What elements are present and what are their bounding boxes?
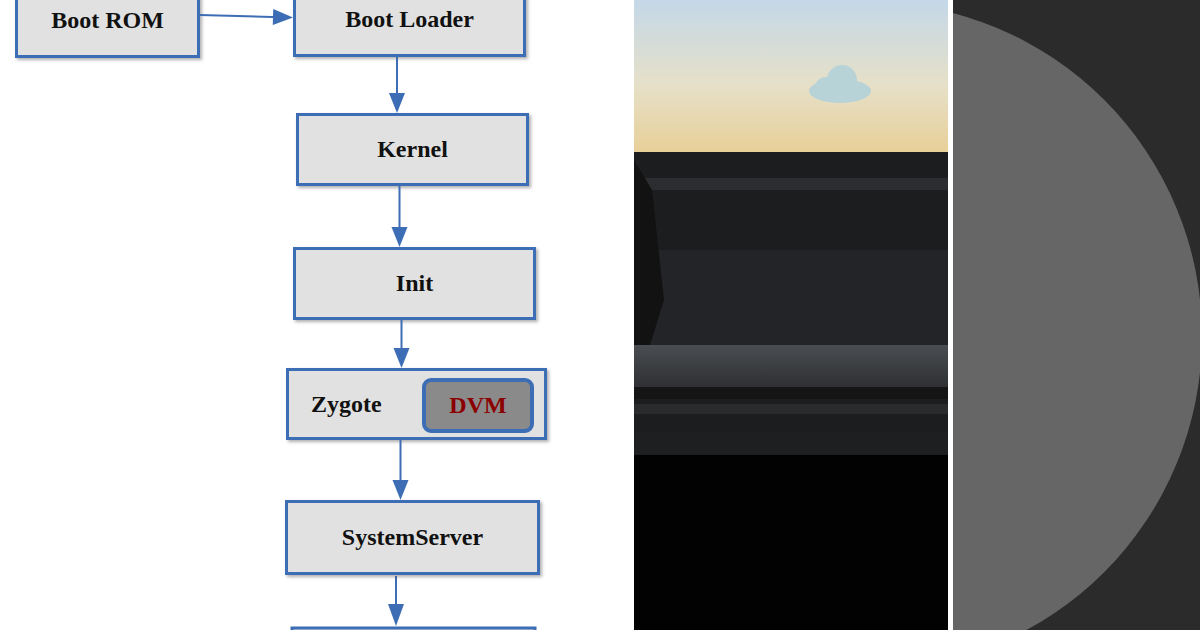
dash-shadow <box>634 455 948 630</box>
flow-arrow <box>392 186 408 247</box>
dashboard <box>634 152 948 630</box>
box-label: Boot Loader <box>345 6 474 33</box>
dash-band <box>634 432 948 454</box>
box-label: SystemServer <box>342 524 483 551</box>
dash-trim <box>634 345 948 387</box>
flowchart: Boot ROM Boot LoaderKernelInitZygote DVM Sy… <box>0 0 634 630</box>
connector-layer <box>0 0 634 630</box>
process-box: Boot Loader <box>293 0 526 57</box>
cut-off-box <box>292 628 535 630</box>
dash-band <box>634 178 948 190</box>
dash-pillar <box>634 160 664 350</box>
sky <box>634 0 948 155</box>
box-label: Init <box>396 270 433 297</box>
gray-disc <box>953 2 1200 630</box>
process-box: Zygote DVM <box>286 368 547 440</box>
dash-panel <box>634 250 948 345</box>
flow-arrow <box>200 9 293 25</box>
process-box: Boot ROM <box>15 0 200 58</box>
dash-band <box>634 404 948 414</box>
box-label: Zygote <box>311 391 382 418</box>
process-box: SystemServer <box>285 500 540 575</box>
arrow-head <box>388 604 404 626</box>
flow-arrow <box>394 320 410 368</box>
flow-arrow <box>393 440 409 500</box>
box-label: DVM <box>449 392 506 419</box>
inner-box: DVM <box>422 378 534 433</box>
cloud <box>809 65 871 103</box>
process-box: Kernel <box>296 113 529 186</box>
box-label: Boot ROM <box>51 7 164 34</box>
dash-band <box>634 387 948 399</box>
process-box: Init <box>293 247 536 320</box>
flow-arrow <box>389 57 405 113</box>
box-label: Kernel <box>377 136 448 163</box>
